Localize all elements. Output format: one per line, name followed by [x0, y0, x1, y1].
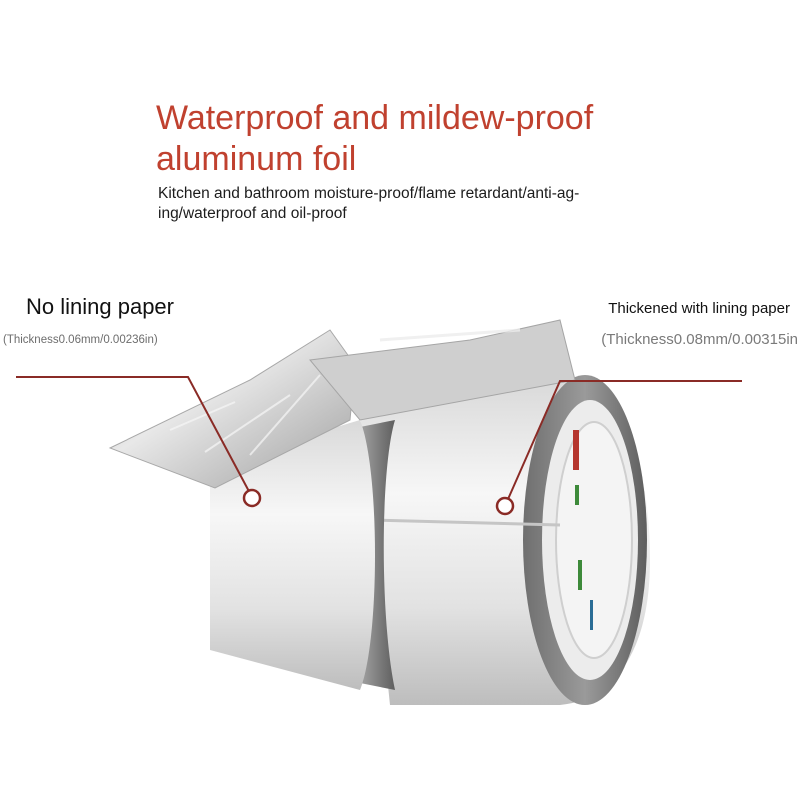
left-callout-thickness: (Thickness0.06mm/0.00236in) [3, 334, 158, 346]
unlined-tape-roll [210, 420, 375, 690]
right-callout-label: Thickened with lining paper [608, 300, 790, 317]
title-line-2: aluminum foil [156, 140, 357, 178]
peeled-lined-sheet [309, 319, 576, 421]
title-line-1: Waterproof and mildew-proof [156, 99, 594, 137]
subtitle-line-2: ing/waterproof and oil-proof [158, 205, 347, 222]
subtitle-line-1: Kitchen and bathroom moisture-proof/flam… [158, 185, 580, 202]
feature-subtitle: Kitchen and bathroom moisture-proof/flam… [158, 184, 678, 224]
page-title: Waterproof and mildew-proof aluminum foi… [156, 98, 716, 180]
right-callout-thickness: (Thickness0.08mm/0.00315in [601, 331, 798, 348]
right-leader-line [495, 380, 742, 516]
left-callout-label: No lining paper [26, 294, 174, 319]
left-leader-line [16, 376, 262, 508]
lined-tape-roll [360, 375, 650, 705]
